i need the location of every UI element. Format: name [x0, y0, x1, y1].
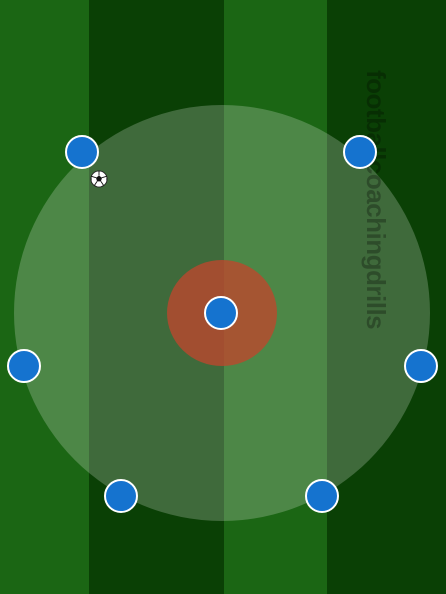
- player-center[interactable]: [204, 296, 238, 330]
- player-top-left[interactable]: [65, 135, 99, 169]
- player-bottom-right[interactable]: [305, 479, 339, 513]
- player-middle-right[interactable]: [404, 349, 438, 383]
- player-top-right[interactable]: [343, 135, 377, 169]
- grass-stripe-dark: [327, 0, 446, 594]
- grass-stripe-light: [0, 0, 89, 594]
- player-bottom-left[interactable]: [104, 479, 138, 513]
- watermark: footballcoachingdrills: [361, 70, 391, 330]
- player-middle-left[interactable]: [7, 349, 41, 383]
- soccer-ball-icon[interactable]: [90, 170, 108, 188]
